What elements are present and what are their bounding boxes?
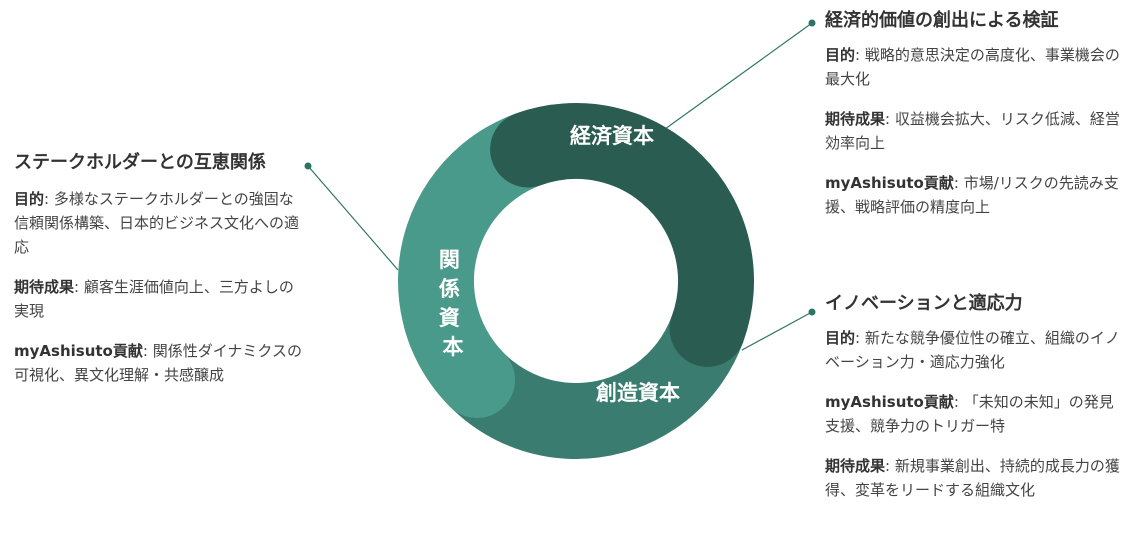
label-creative-capital: 創造資本 — [596, 381, 680, 405]
panel-item: 期待成果: 新規事業創出、持続的成長力の獲得、変革をリードする組織文化 — [825, 454, 1125, 502]
connector-bottom-right — [741, 311, 813, 351]
item-label: 期待成果 — [14, 278, 75, 296]
item-text: 関係性ダイナミクスの可視化、異文化理解・共感醸成 — [14, 342, 302, 384]
ring-segment-economic — [490, 103, 754, 367]
item-text: 収益機会拡大、リスク低減、経営効率向上 — [825, 110, 1120, 152]
label-economic-capital: 経済資本 — [570, 124, 654, 148]
panel-item: 期待成果: 顧客生涯価値向上、三方よしの実現 — [14, 275, 304, 323]
item-text: 新規事業創出、持続的成長力の獲得、変革をリードする組織文化 — [825, 457, 1120, 499]
panel-innovation-adaptability: イノベーションと適応力 目的: 新たな競争優位性の確立、組織のイノベーション力・… — [825, 292, 1125, 518]
panel-item: 期待成果: 収益機会拡大、リスク低減、経営効率向上 — [825, 107, 1125, 155]
item-text: 「未知の未知」の発見支援、競争力のトリガー特 — [825, 393, 1114, 435]
item-separator: : — [855, 46, 865, 64]
panel-title: 経済的価値の創出による検証 — [825, 10, 1059, 31]
connector-left — [307, 165, 399, 271]
item-separator: : — [855, 329, 865, 347]
panel-title: ステークホルダーとの互恵関係 — [14, 152, 266, 173]
item-text: 新たな競争優位性の確立、組織のイノベーション力・適応力強化 — [825, 329, 1120, 371]
item-text: 市場/リスクの先読み支援、戦略評価の精度向上 — [825, 174, 1119, 216]
panel-economic-value: 経済的価値の創出による検証 目的: 戦略的意思決定の高度化、事業機会の最大化 期… — [825, 9, 1125, 235]
panel-item: 目的: 多様なステークホルダーとの強固な信頼関係構築、日本的ビジネス文化への適応 — [14, 187, 304, 259]
connector-top-right — [664, 22, 813, 130]
item-text: 多様なステークホルダーとの強固な信頼関係構築、日本的ビジネス文化への適応 — [14, 190, 300, 256]
item-label: 目的 — [14, 190, 45, 208]
item-label: myAshisuto貢献 — [14, 342, 143, 360]
item-label: 期待成果 — [825, 457, 886, 475]
panel-stakeholder-reciprocity: ステークホルダーとの互恵関係 目的: 多様なステークホルダーとの強固な信頼関係構… — [14, 151, 304, 403]
label-relational-capital: 関 係 資 本 — [439, 248, 467, 359]
item-separator: : — [885, 457, 895, 475]
connector-dot-top-right — [808, 19, 816, 27]
panel-title: イノベーションと適応力 — [825, 293, 1023, 314]
panel-item: myAshisuto貢献: 「未知の未知」の発見支援、競争力のトリガー特 — [825, 390, 1125, 438]
item-separator: : — [885, 110, 895, 128]
connector-dot-left — [304, 162, 312, 170]
item-text: 顧客生涯価値向上、三方よしの実現 — [14, 278, 294, 320]
item-label: 目的 — [825, 329, 856, 347]
item-label: myAshisuto貢献 — [825, 393, 954, 411]
item-label: 期待成果 — [825, 110, 886, 128]
item-label: myAshisuto貢献 — [825, 174, 954, 192]
item-separator: : — [953, 174, 964, 192]
panel-item: myAshisuto貢献: 関係性ダイナミクスの可視化、異文化理解・共感醸成 — [14, 339, 304, 387]
panel-item: myAshisuto貢献: 市場/リスクの先読み支援、戦略評価の精度向上 — [825, 171, 1125, 219]
item-separator: : — [74, 278, 84, 296]
item-separator: : — [142, 342, 153, 360]
item-label: 目的 — [825, 46, 856, 64]
connector-dot-bottom-right — [808, 308, 816, 316]
panel-item: 目的: 戦略的意思決定の高度化、事業機会の最大化 — [825, 43, 1125, 91]
panel-item: 目的: 新たな競争優位性の確立、組織のイノベーション力・適応力強化 — [825, 326, 1125, 374]
item-separator: : — [953, 393, 964, 411]
item-text: 戦略的意思決定の高度化、事業機会の最大化 — [825, 46, 1120, 88]
item-separator: : — [44, 190, 54, 208]
